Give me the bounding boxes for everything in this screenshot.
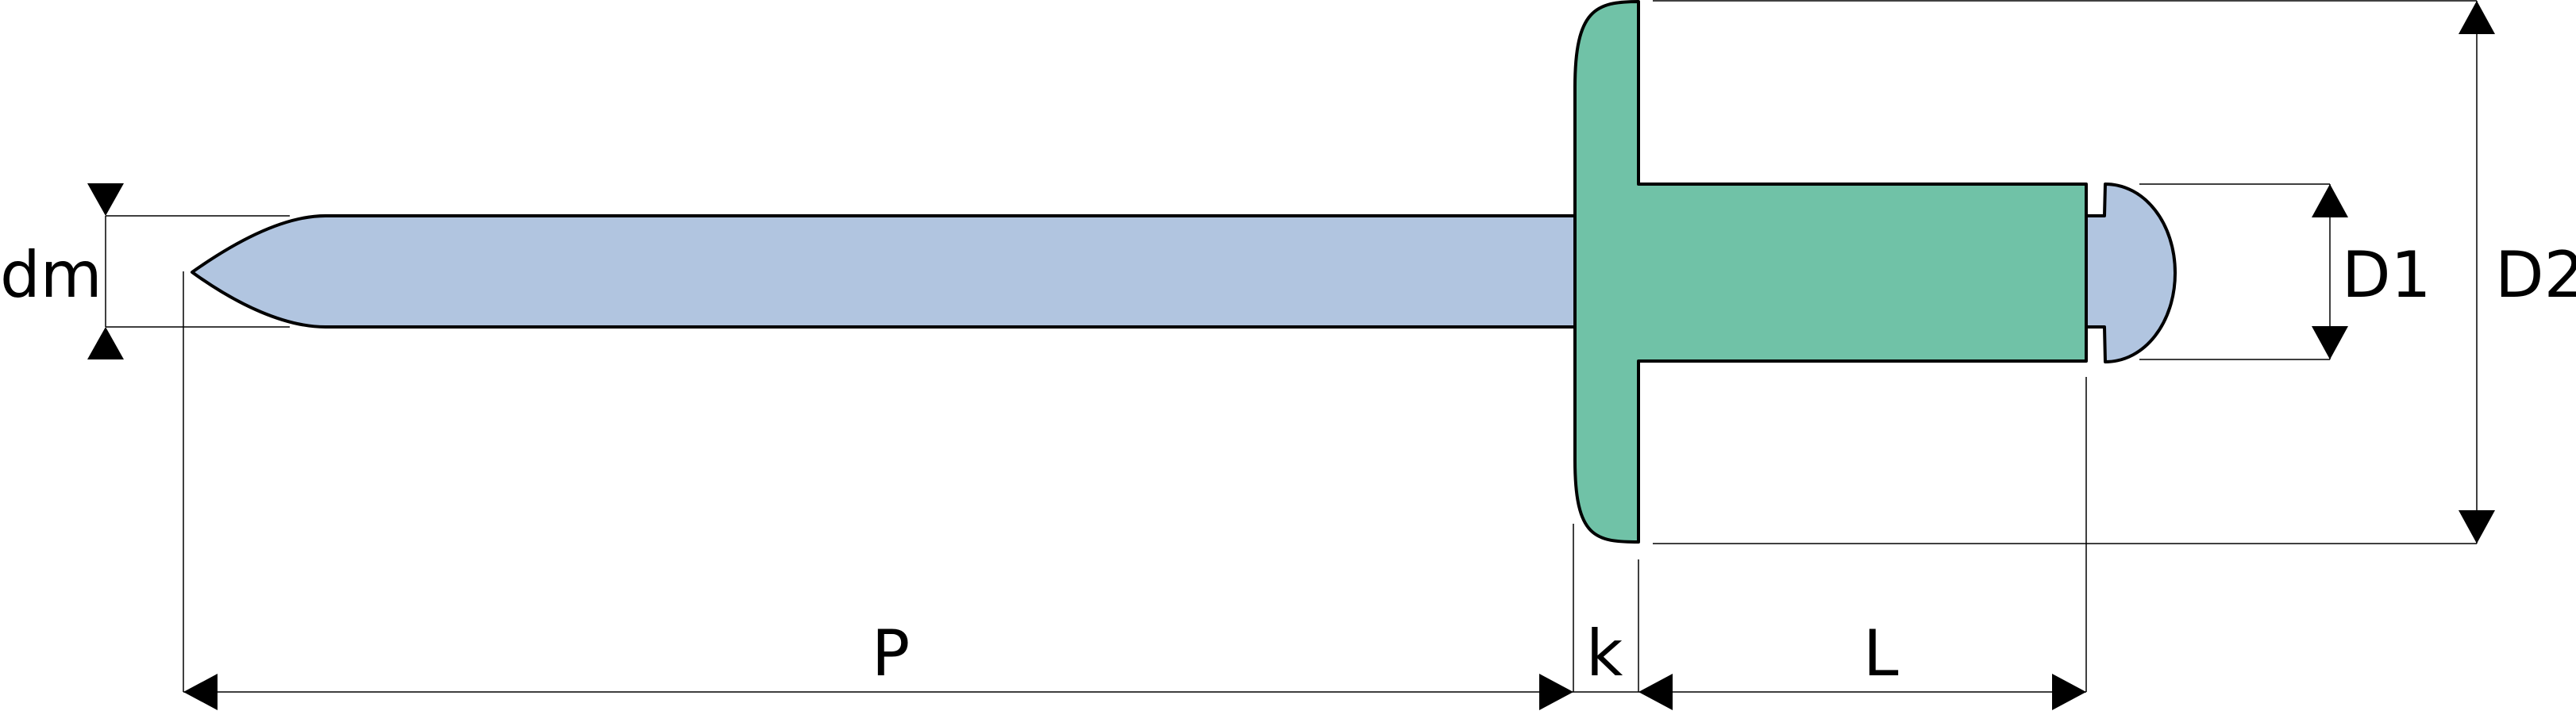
d2-arrow-bottom xyxy=(2459,510,2495,544)
d1-label: D1 xyxy=(2342,238,2432,312)
mandrel-head xyxy=(2085,183,2177,363)
d2-arrow-top xyxy=(2459,1,2495,34)
d1-arrow-top xyxy=(2312,184,2348,217)
d1-arrow-bottom xyxy=(2312,326,2348,359)
p-arrow-right xyxy=(1539,674,1573,710)
dm-arrow-top xyxy=(87,183,124,216)
p-arrow-left xyxy=(183,674,218,710)
l-label: L xyxy=(1863,617,1899,690)
l-arrow-left xyxy=(1638,674,1673,710)
p-label: P xyxy=(872,617,910,690)
k-label: k xyxy=(1586,617,1623,690)
l-arrow-right xyxy=(2052,674,2086,710)
dm-label: dm xyxy=(0,238,102,312)
rivet-body xyxy=(1573,0,2088,544)
dm-arrow-bottom xyxy=(87,327,124,359)
mandrel-shaft xyxy=(191,214,1577,329)
d2-label: D2 xyxy=(2495,238,2576,312)
